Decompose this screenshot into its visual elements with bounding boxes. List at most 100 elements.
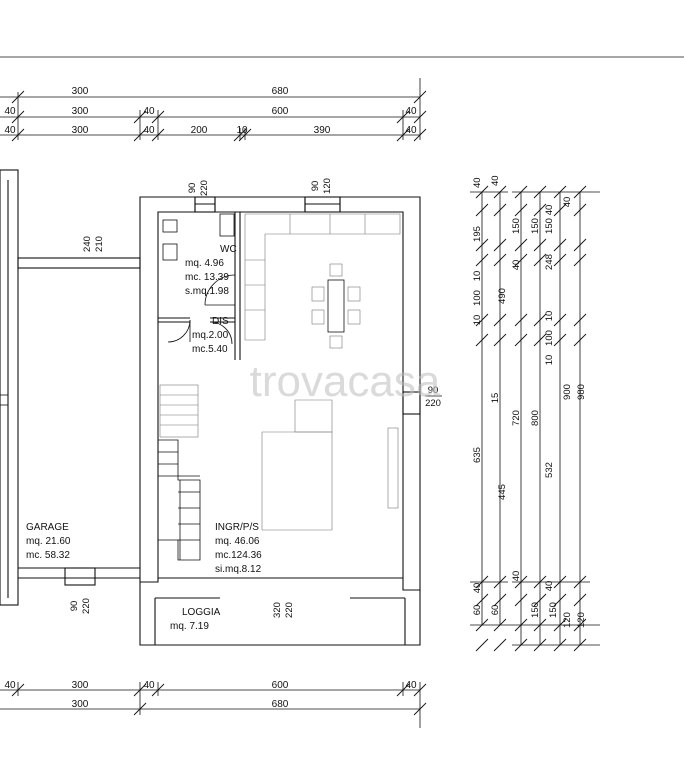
dining-table (311, 263, 361, 349)
garage-lower-window-height: 220 (81, 598, 92, 614)
wc-door-swing (204, 274, 236, 306)
dim-top-r3-40b: 40 (143, 125, 155, 136)
side-c1-5: 635 (472, 447, 483, 463)
dimension-tick (533, 313, 547, 327)
kitchen-counter (244, 213, 401, 341)
side-c4-5: 150 (548, 602, 559, 618)
side-c2-4: 15 (490, 393, 501, 404)
dimension-tick (514, 238, 528, 252)
side-c4-1: 150 (544, 218, 555, 234)
toilet-icon (162, 219, 178, 233)
wc-window-width: 90 (187, 183, 198, 194)
room-ingr-name: INGR/P/S (215, 522, 259, 533)
staircase (158, 384, 201, 561)
dimension-tick (533, 618, 547, 632)
dimension-tick (573, 638, 587, 652)
side-c1-3: 100 (472, 290, 483, 306)
side-c1-6: 40 (472, 583, 483, 594)
dimension-tick (533, 638, 547, 652)
dimension-tick (493, 618, 507, 632)
side-c4-0: 40 (544, 205, 555, 216)
dim-bot-r2-680: 680 (272, 699, 289, 710)
side-c2-7: 40 (511, 571, 522, 582)
dimension-tick (514, 575, 528, 589)
dimension-tick (553, 333, 567, 347)
watermark-text: trovacasa (250, 357, 441, 406)
right-window-height: 220 (425, 398, 441, 409)
dimension-tick (553, 618, 567, 632)
dimension-tick (533, 575, 547, 589)
dimension-tick (514, 618, 528, 632)
dimension-tick (493, 238, 507, 252)
dimension-tick (573, 593, 587, 607)
side-dimension-lines (470, 191, 600, 646)
side-c2-2: 40 (511, 260, 522, 271)
dimension-tick (553, 185, 567, 199)
side-c1-2: 10 (472, 315, 483, 326)
side-c5-2: 120 (562, 612, 573, 628)
garage-upper-window-width: 240 (82, 236, 93, 252)
side-c2-0: 40 (490, 175, 501, 186)
top-dimension-labels: 300 680 40 300 40 600 40 40 300 40 200 1… (4, 86, 417, 136)
side-c3-0: 150 (530, 218, 541, 234)
dim-top-r3-200: 200 (191, 125, 208, 136)
room-garage-area: mq. 21.60 (26, 536, 71, 547)
top-dimension-lines (0, 78, 427, 142)
side-c1-1: 195 (472, 226, 483, 242)
dimension-tick (475, 185, 489, 199)
dimension-tick (493, 575, 507, 589)
window-labels: 90 220 90 120 240 210 90 220 90 220 320 … (69, 178, 442, 618)
dimension-tick (553, 313, 567, 327)
side-dimension-ticks (475, 185, 587, 652)
dimension-tick (573, 313, 587, 327)
dimension-tick (475, 638, 489, 652)
dimension-tick (553, 593, 567, 607)
room-wc-volume: mc. 13.39 (185, 272, 229, 283)
dimension-tick (493, 593, 507, 607)
dimension-tick (514, 638, 528, 652)
dimension-tick (493, 185, 507, 199)
dimension-tick (514, 333, 528, 347)
dimension-tick (553, 253, 567, 267)
dim-top-r2-40c: 40 (405, 106, 417, 117)
room-wc-area: mq. 4.96 (185, 258, 224, 269)
side-c3-4: 800 (530, 410, 541, 426)
side-c1-0: 40 (472, 177, 483, 188)
side-dimension-labels: 40 195 10 100 10 635 40 60 40 150 40 490… (472, 175, 587, 628)
walls (0, 169, 421, 646)
side-c1-7: 60 (472, 605, 483, 616)
side-c2-3: 490 (497, 288, 508, 304)
dim-bot-r2-300: 300 (72, 699, 89, 710)
dimension-tick (573, 238, 587, 252)
dim-top-r2-600: 600 (272, 106, 289, 117)
room-wc-surface: s.mq.1.98 (185, 286, 229, 297)
dimension-tick (553, 575, 567, 589)
side-c4-2: 248 (544, 254, 555, 270)
side-c2-6: 445 (497, 484, 508, 500)
room-dis-area: mq.2.00 (192, 330, 229, 341)
side-c3-2: 100 (544, 330, 555, 346)
dim-top-r3-10: 10 (236, 125, 248, 136)
side-c2-1: 150 (511, 218, 522, 234)
dimension-tick (475, 333, 489, 347)
dis-door-swing (167, 319, 191, 343)
doors (167, 274, 236, 345)
dimension-tick (475, 618, 489, 632)
dimension-tick (533, 253, 547, 267)
dimension-tick (533, 333, 547, 347)
room-labels: WC mq. 4.96 mc. 13.39 s.mq.1.98 DIS mq.2… (26, 244, 262, 632)
wc-window-height: 220 (199, 180, 210, 196)
dimension-tick (475, 575, 489, 589)
side-c5-1: 900 (562, 384, 573, 400)
shower-icon (219, 213, 235, 237)
garage-upper-window-height: 210 (94, 236, 105, 252)
dimension-tick (553, 203, 567, 217)
side-c2-5: 720 (511, 410, 522, 426)
dim-bot-r1-40c: 40 (405, 680, 417, 691)
loggia-opening-width: 320 (272, 602, 283, 618)
dimension-tick (514, 185, 528, 199)
dimension-tick (493, 333, 507, 347)
dimension-tick (533, 185, 547, 199)
living-furniture (261, 399, 399, 531)
